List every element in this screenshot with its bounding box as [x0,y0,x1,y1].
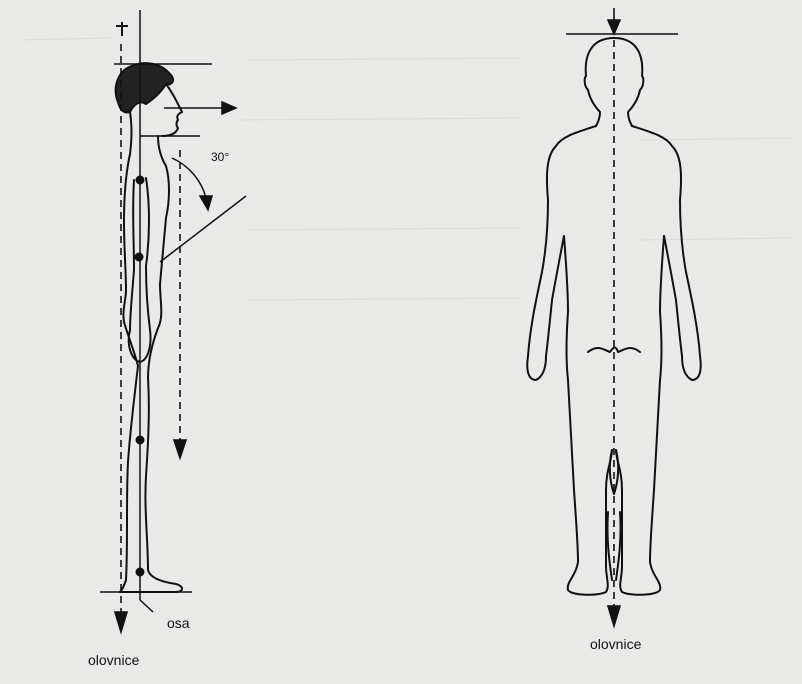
angle-arrow [200,196,212,210]
right-outline [632,126,701,380]
angle-arc [172,158,206,198]
head [585,38,614,126]
right-leg-outline [616,236,664,595]
arm-front [146,178,150,330]
angle-label: 30° [211,150,229,164]
angle-ray [160,196,246,262]
gaze-arrow [222,102,236,114]
joint-hip [136,254,143,261]
spine-arrow [174,440,186,458]
spine-line [174,150,186,458]
left-leg-outline [564,236,612,595]
side-view-figure [116,63,182,592]
plumb-arrow-left [115,612,127,632]
leg-front [120,378,182,592]
angle-indicator [160,158,246,262]
head-hair [116,63,173,112]
plumb-line-label-left: olovnice [88,652,139,668]
left-outline [527,126,596,380]
arm-back [130,180,134,330]
leg-back [120,366,138,592]
plumb-line-left [115,44,127,632]
neck-back [130,112,132,154]
axis-label: osa [167,615,190,631]
plumb-arrow-top [608,20,620,34]
plumb-arrow-bottom [608,606,620,626]
head-face [162,84,182,136]
plumb-line-label-right: olovnice [590,636,641,652]
buttocks-crease [588,348,640,353]
